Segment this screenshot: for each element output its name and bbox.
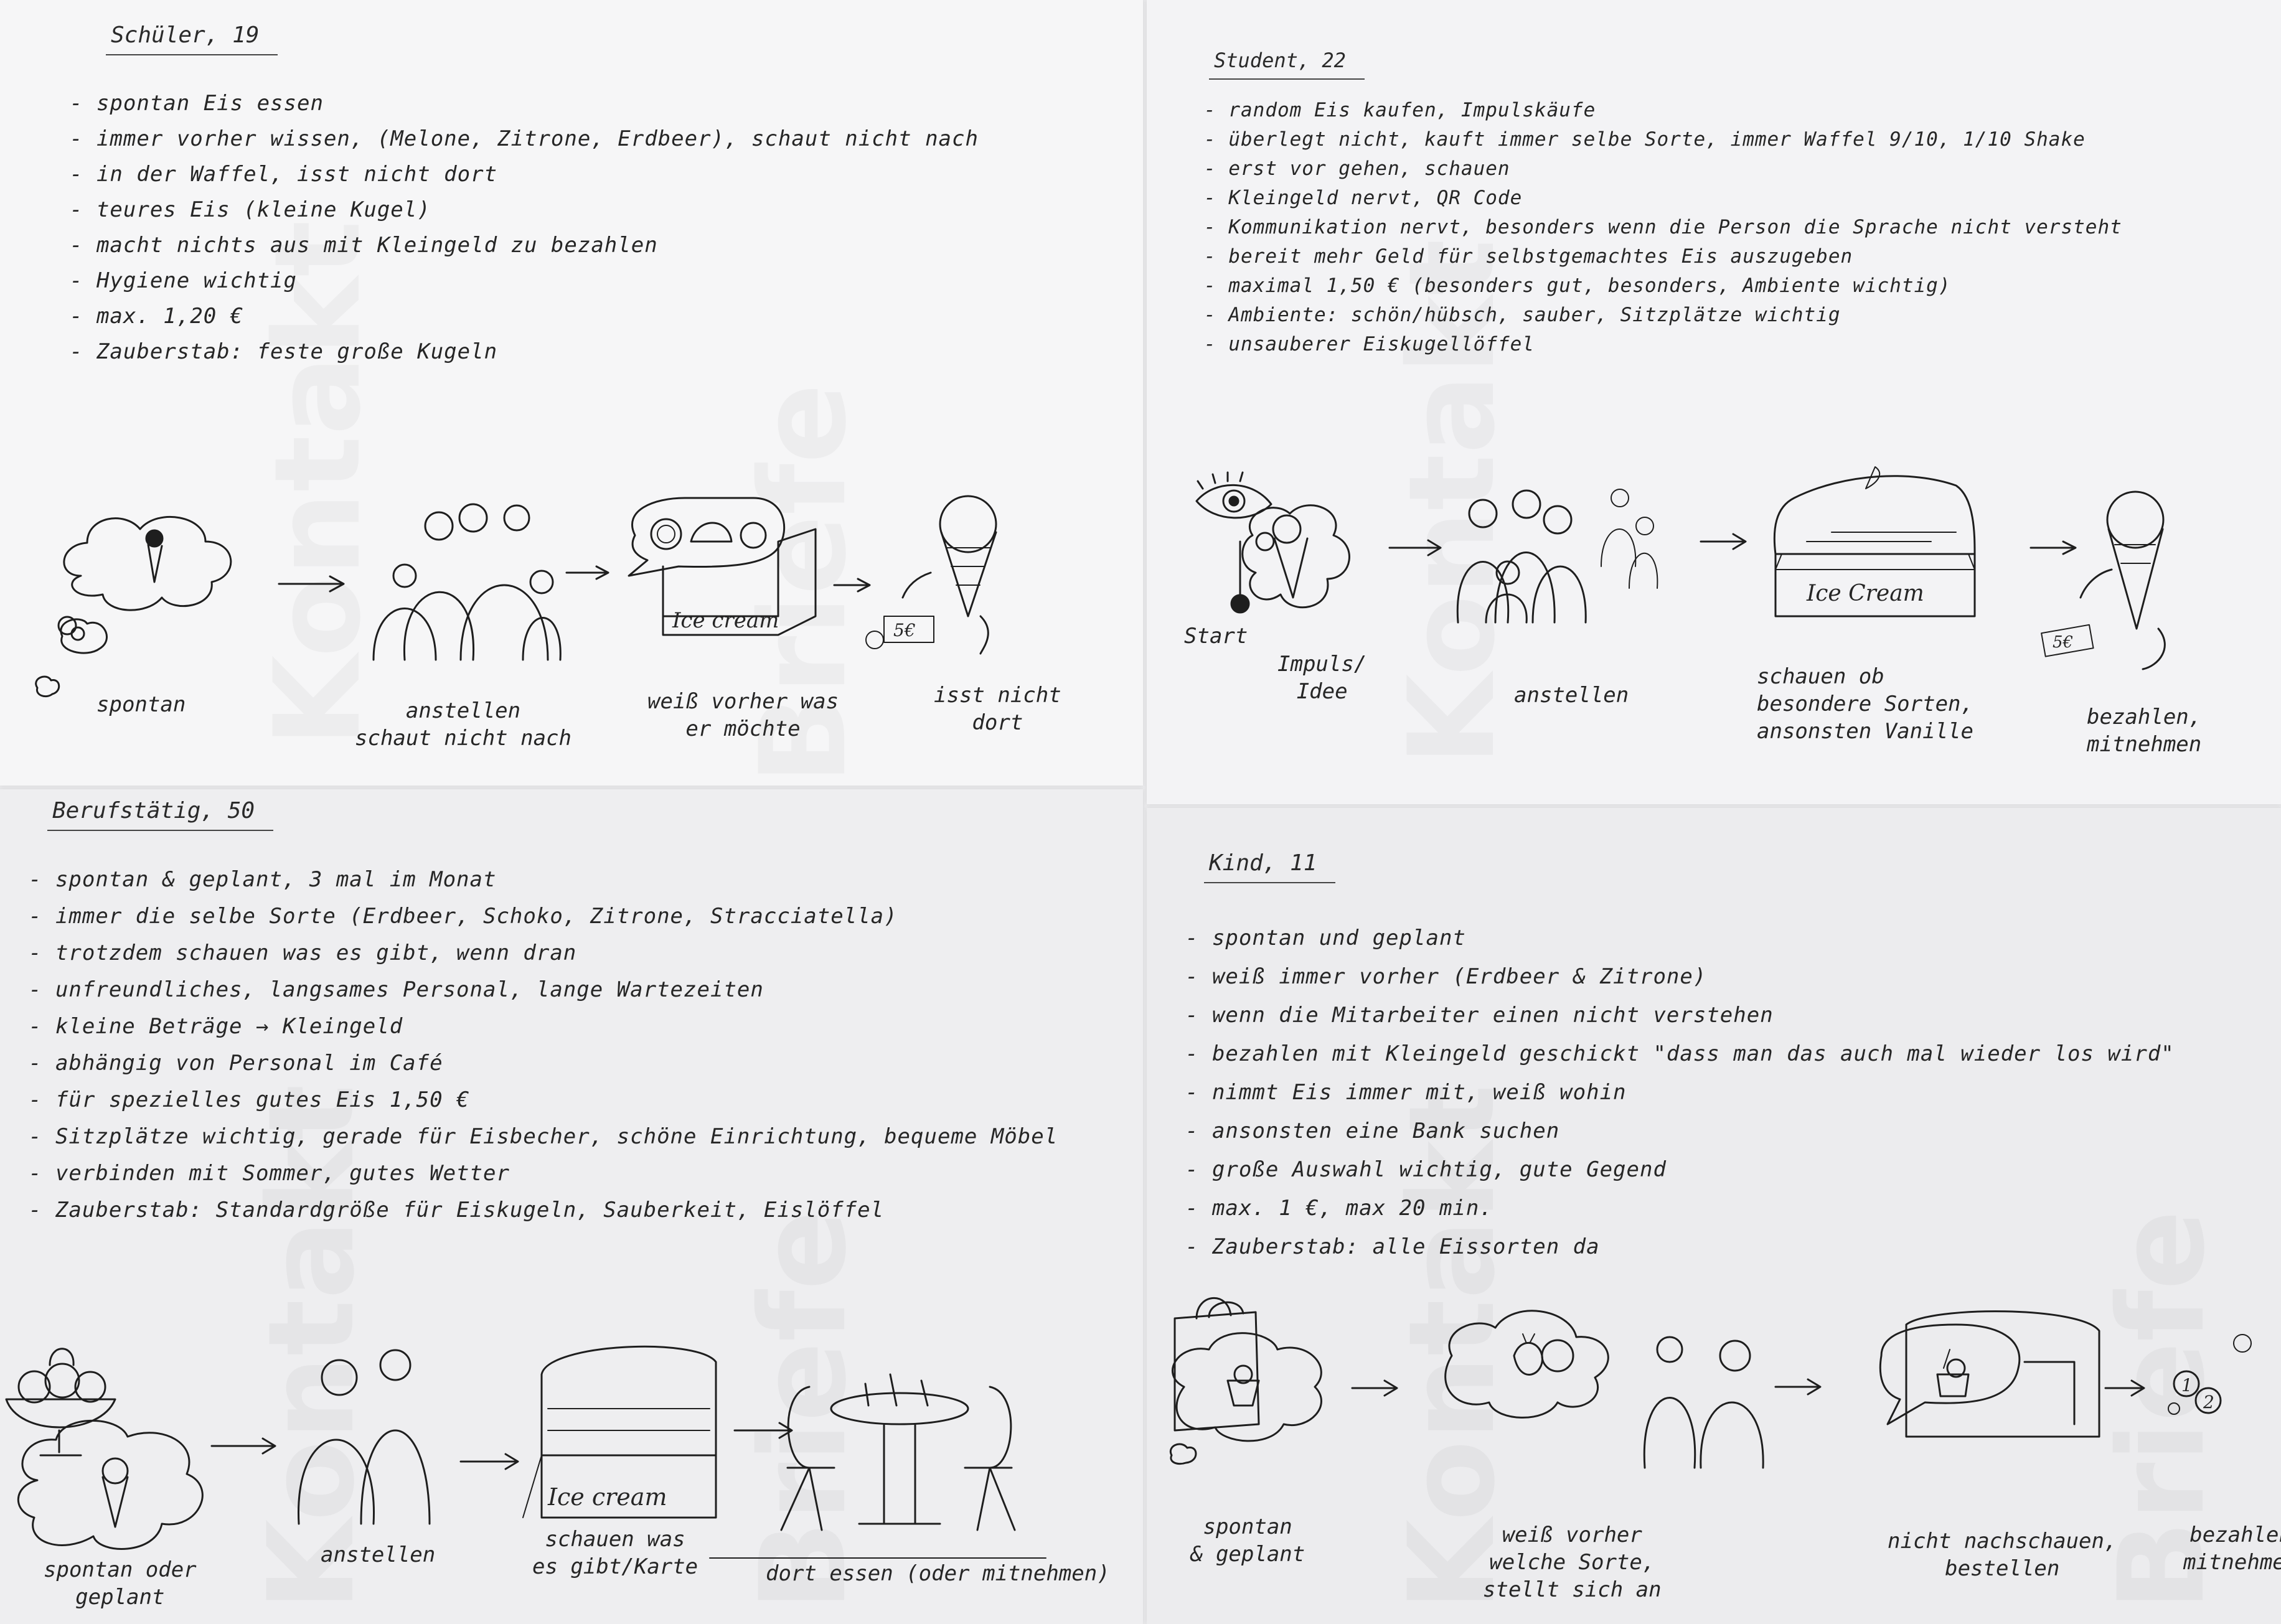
note-item: in der Waffel, isst nicht dort — [70, 157, 979, 192]
step-caption: spontan oder geplant — [44, 1557, 197, 1610]
note-item: Ambiente: schön/hübsch, sauber, Sitzplät… — [1204, 301, 2122, 330]
note-item: unfreundliches, langsames Personal, lang… — [29, 972, 1058, 1008]
persona-title: Kind, 11 — [1204, 850, 1336, 883]
note-item: bezahlen mit Kleingeld geschickt "dass m… — [1185, 1035, 2175, 1073]
step-caption: isst nicht dort — [934, 683, 1061, 735]
persona-title: Student, 22 — [1209, 49, 1365, 80]
note-item: trotzdem schauen was es gibt, wenn dran — [29, 935, 1058, 972]
note-item: Zauberstab: feste große Kugeln — [70, 334, 979, 370]
ice-cream-cone-icon — [939, 495, 997, 617]
note-item: bereit mehr Geld für selbstgemachtes Eis… — [1204, 242, 2122, 271]
thought-cloud-icon — [1172, 1332, 1322, 1442]
note-item: Kommunikation nervt, besonders wenn die … — [1204, 213, 2122, 242]
queue-people-icon — [372, 503, 562, 661]
persona-title: Schüler, 19 — [106, 22, 278, 55]
journey-sketch: 1 2 — [1147, 1281, 2281, 1555]
step-caption: anstellen — [1514, 683, 1629, 708]
step-caption: nicht nachschauen, bestellen — [1888, 1529, 2117, 1581]
note-item: random Eis kaufen, Impulskäufe — [1204, 96, 2122, 125]
journey-sketch: Ice Cream 5€ — [1147, 461, 2281, 722]
note-item: erst vor gehen, schauen — [1204, 154, 2122, 184]
step-caption: spontan — [96, 692, 186, 717]
persona-notes: spontan und geplant weiß immer vorher (E… — [1185, 919, 2175, 1266]
note-item: teures Eis (kleine Kugel) — [70, 192, 979, 228]
fruit-bubble-icon — [628, 497, 786, 577]
note-item: große Auswahl wichtig, gute Gegend — [1185, 1150, 2175, 1189]
note-item: immer vorher wissen, (Melone, Zitrone, E… — [70, 121, 979, 157]
note-item: verbinden mit Sommer, gutes Wetter — [29, 1155, 1058, 1192]
persona-notes: spontan & geplant, 3 mal im Monat immer … — [29, 861, 1058, 1229]
ice-cream-display-icon — [1905, 1310, 2100, 1438]
note-item: Zauberstab: Standardgröße für Eiskugeln,… — [29, 1192, 1058, 1229]
persona-sheet-schueler: Kontakt Briefe Schüler, 19 spontan Eis e… — [0, 0, 1143, 786]
note-item: max. 1 €, max 20 min. — [1185, 1189, 2175, 1227]
step-caption: Start — [1184, 624, 1248, 649]
note-item: wenn die Mitarbeiter einen nicht versteh… — [1185, 996, 2175, 1035]
note-item: spontan und geplant — [1185, 919, 2175, 957]
speech-bubble-icon — [1879, 1323, 2021, 1425]
ice-cream-display-icon — [1773, 475, 1976, 617]
step-caption: dort essen (oder mitnehmen) — [766, 1561, 1110, 1586]
note-item: überlegt nicht, kauft immer selbe Sorte,… — [1204, 125, 2122, 154]
note-item: ansonsten eine Bank suchen — [1185, 1112, 2175, 1150]
note-item: Zauberstab: alle Eissorten da — [1185, 1227, 2175, 1266]
persona-sheet-kind: Kontakt Briefe Kind, 11 spontan und gepl… — [1147, 808, 2281, 1624]
note-item: immer die selbe Sorte (Erdbeer, Schoko, … — [29, 898, 1058, 935]
note-item: Hygiene wichtig — [70, 263, 979, 299]
step-caption: weiß vorher was er möchte — [647, 689, 839, 741]
persona-notes: random Eis kaufen, Impulskäufe überlegt … — [1204, 96, 2122, 359]
note-item: spontan Eis essen — [70, 86, 979, 121]
note-item: nimmt Eis immer mit, weiß wohin — [1185, 1073, 2175, 1112]
note-item: weiß immer vorher (Erdbeer & Zitrone) — [1185, 957, 2175, 996]
counter-label: Ice Cream — [1806, 581, 1924, 606]
note-item: spontan & geplant, 3 mal im Monat — [29, 861, 1058, 898]
note-item: abhängig von Personal im Café — [29, 1045, 1058, 1082]
coin-label: 2 — [2203, 1392, 2214, 1412]
step-caption: weiß vorher welche Sorte, stellt sich an — [1483, 1523, 1662, 1602]
counter-label: Ice cream — [672, 608, 779, 633]
queue-people-icon — [298, 1349, 431, 1525]
thought-cloud-icon — [17, 1419, 204, 1550]
note-item: kleine Beträge → Kleingeld — [29, 1008, 1058, 1045]
note-item: unsauberer Eiskugellöffel — [1204, 330, 2122, 359]
money-label: 5€ — [2053, 633, 2073, 652]
thought-cloud-icon — [1241, 504, 1350, 609]
step-caption: bezahlen, mitnehmen — [2087, 705, 2202, 757]
queue-people-icon — [1643, 1336, 1764, 1469]
persona-sheet-student: Kontakt Student, 22 random Eis kaufen, I… — [1147, 0, 2281, 804]
persona-notes: spontan Eis essen immer vorher wissen, (… — [70, 86, 979, 370]
sundae-bowl-icon — [5, 1348, 116, 1457]
money-label: 5€ — [893, 620, 916, 641]
thought-cloud-icon — [57, 515, 232, 641]
note-item: maximal 1,50 € (besonders gut, besonders… — [1204, 271, 2122, 301]
journey-sketch: Ice cream 5€ — [0, 473, 1143, 735]
step-caption: Impuls/ Idee — [1277, 652, 1367, 704]
ice-cream-cone-icon — [2106, 490, 2165, 630]
step-caption: anstellen — [321, 1542, 436, 1567]
ice-cream-display-icon — [522, 1345, 717, 1519]
note-item: max. 1,20 € — [70, 299, 979, 334]
note-item: Kleingeld nervt, QR Code — [1204, 184, 2122, 213]
step-caption: bezahlen mitnehmen — [2183, 1523, 2281, 1575]
step-caption: schauen was es gibt/Karte — [532, 1527, 698, 1579]
counter-label: Ice cream — [547, 1483, 667, 1511]
journey-sketch: Ice cream — [0, 1306, 1143, 1592]
queue-people-icon — [1456, 489, 1658, 624]
coin-label: 1 — [2181, 1375, 2193, 1396]
step-caption: schauen ob besondere Sorten, ansonsten V… — [1757, 664, 1973, 744]
step-caption: spontan & geplant — [1190, 1514, 1305, 1567]
note-item: Sitzplätze wichtig, gerade für Eisbecher… — [29, 1119, 1058, 1155]
cafe-table-chairs-icon — [780, 1373, 1016, 1531]
step-caption: anstellen schaut nicht nach — [355, 698, 571, 751]
shopping-bag-icon — [1173, 1297, 1260, 1432]
persona-title: Berufstätig, 50 — [47, 798, 274, 831]
coins-icon — [2168, 1334, 2252, 1415]
eye-icon — [1195, 471, 1272, 519]
persona-sheet-berufstaetig: Kontakt Briefe Berufstätig, 50 spontan &… — [0, 789, 1143, 1624]
note-item: für spezielles gutes Eis 1,50 € — [29, 1082, 1058, 1119]
note-item: macht nichts aus mit Kleingeld zu bezahl… — [70, 228, 979, 263]
fruit-thought-cloud-icon — [1444, 1310, 1609, 1419]
